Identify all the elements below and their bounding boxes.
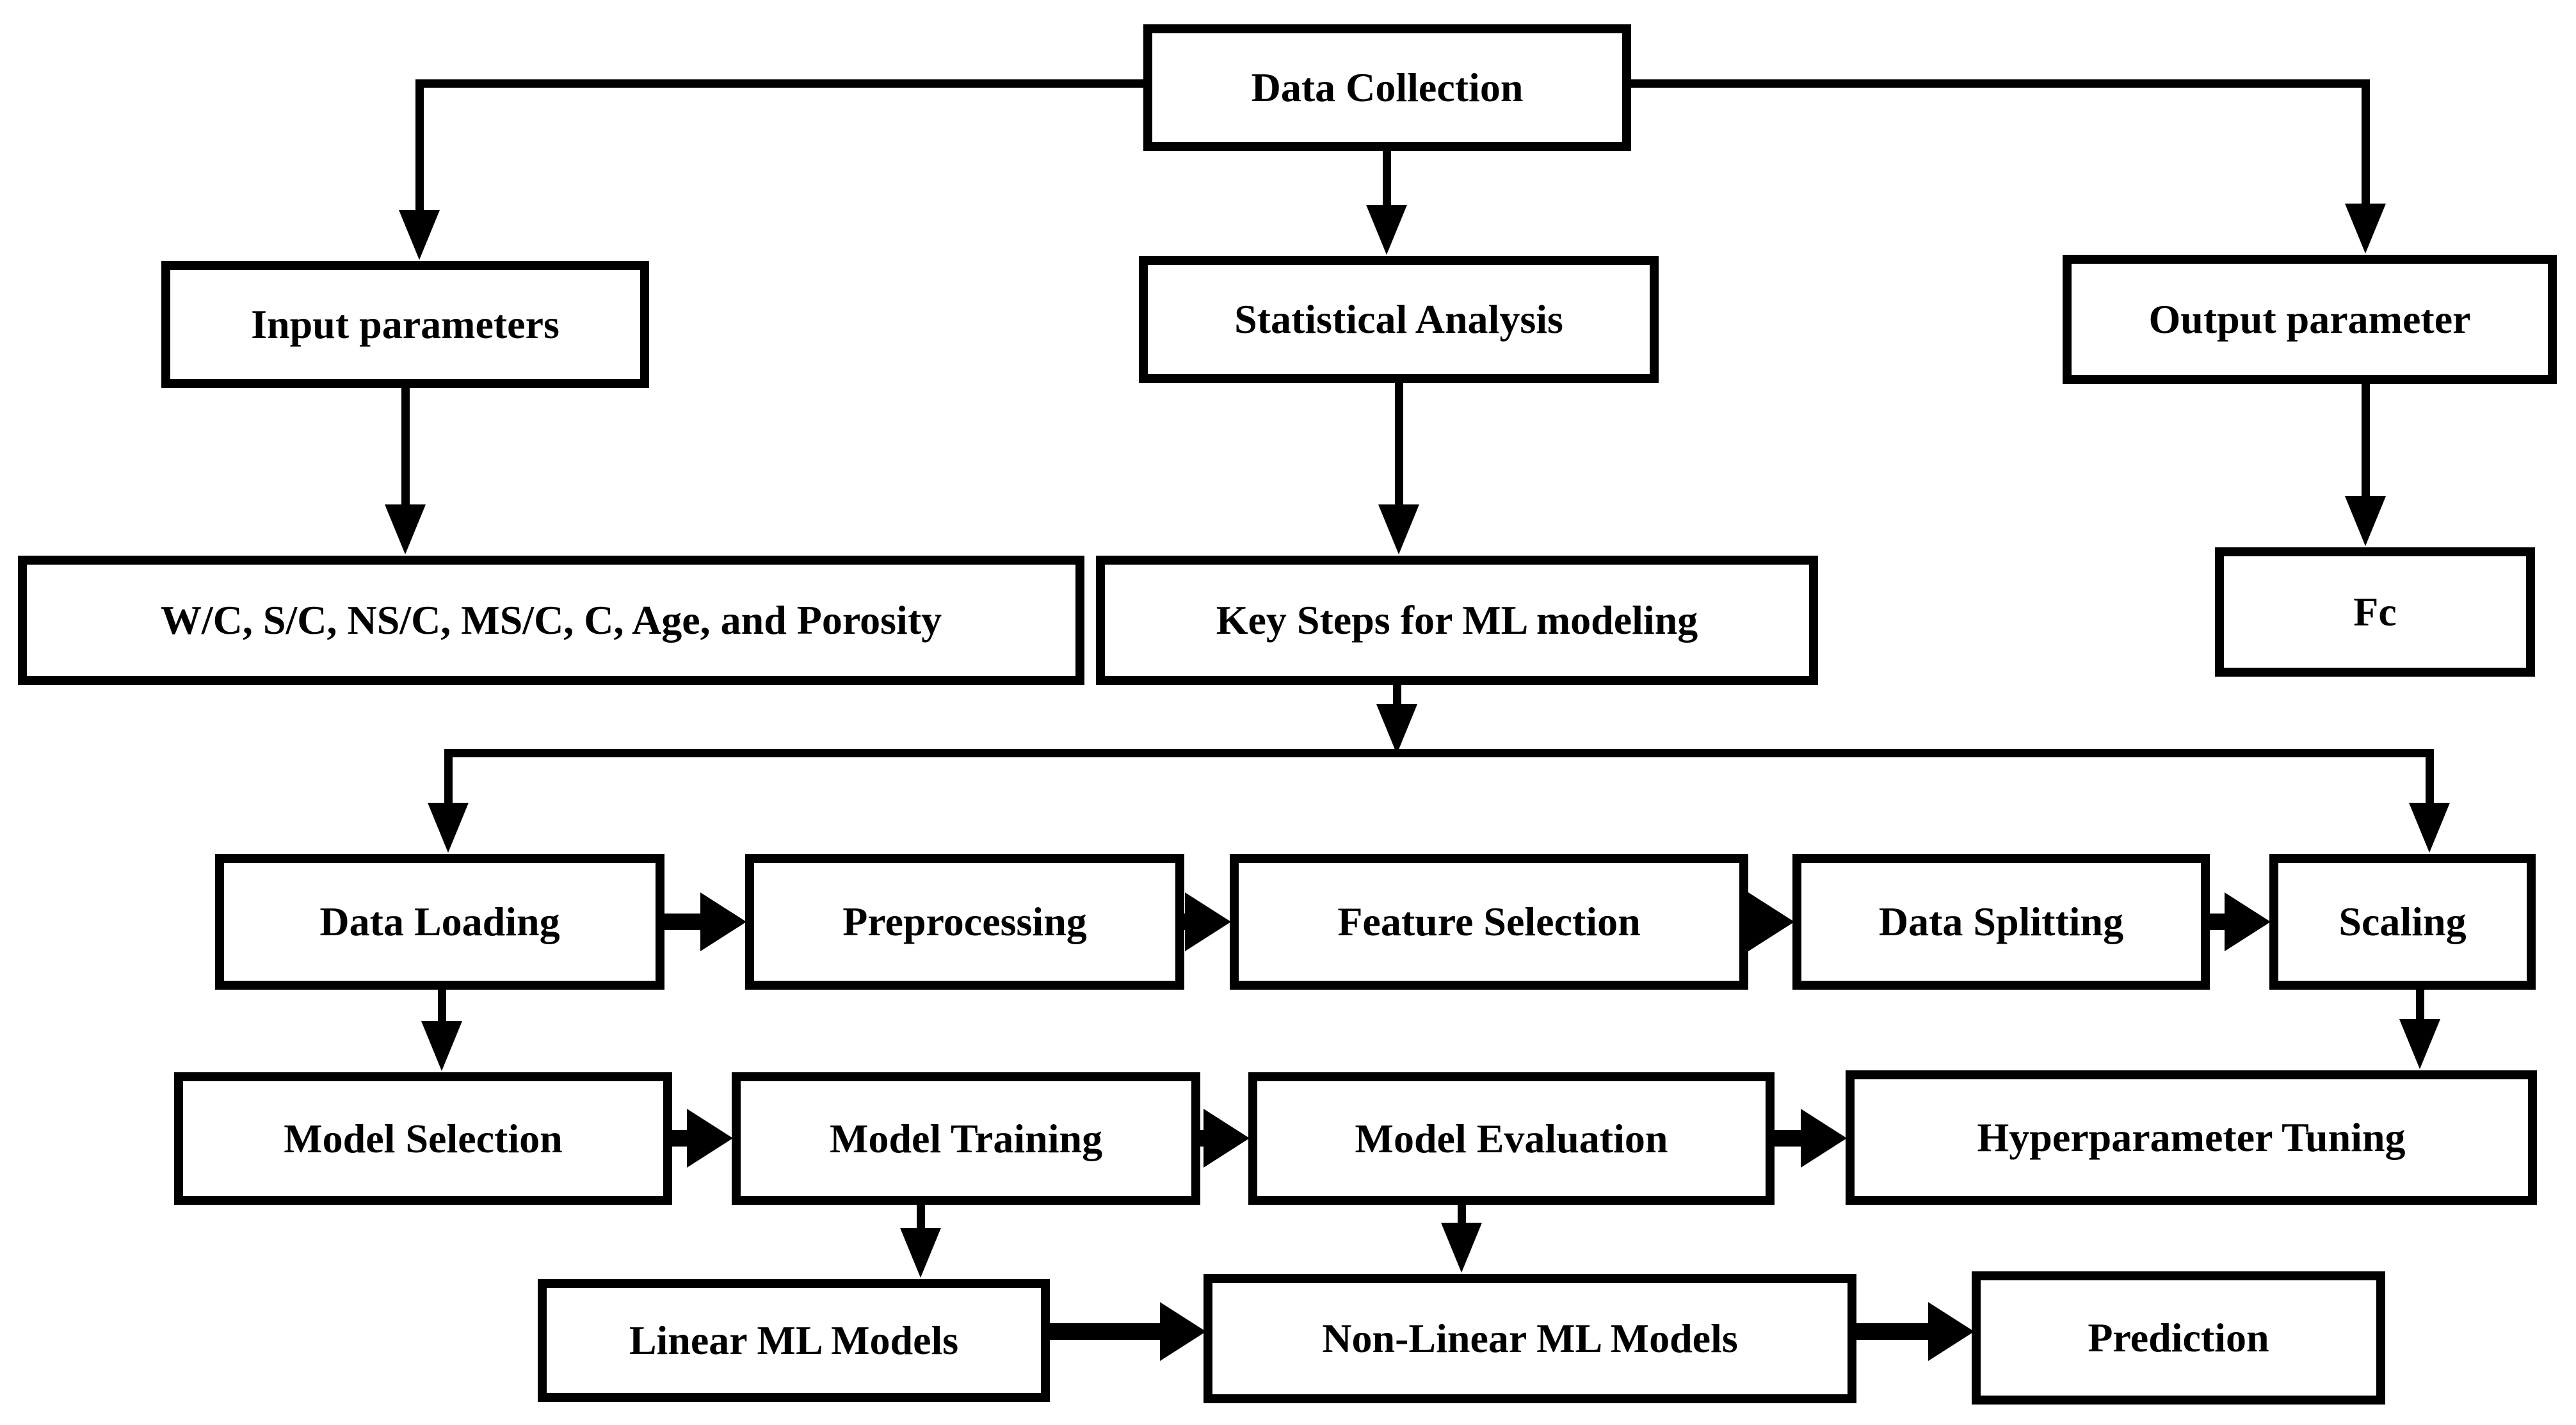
arrowhead-right-hyperparameter-icon xyxy=(1801,1109,1847,1168)
node-data-splitting-label: Data Splitting xyxy=(1878,899,2124,945)
arrowhead-down-fc-icon xyxy=(2345,496,2386,546)
node-hyperparameter-tuning: Hyperparameter Tuning xyxy=(1846,1070,2537,1205)
arrowhead-right-preprocessing-icon xyxy=(700,892,746,951)
node-hyperparameter-tuning-label: Hyperparameter Tuning xyxy=(1977,1115,2406,1161)
connector-output-to-fc-vline xyxy=(2362,384,2370,501)
connector-dc-to-input-vline xyxy=(415,79,424,214)
connector-scaling-hyperparameter-vline xyxy=(2416,990,2424,1023)
node-data-collection-label: Data Collection xyxy=(1251,65,1524,111)
node-fc: Fc xyxy=(2215,547,2535,677)
node-key-steps-label: Key Steps for ML modeling xyxy=(1216,597,1698,643)
node-data-splitting: Data Splitting xyxy=(1792,854,2210,990)
arrowhead-down-hyperparameter-tuning-icon xyxy=(2399,1019,2440,1069)
arrowhead-down-input-parameters-icon xyxy=(399,210,440,260)
arrowhead-right-prediction-icon xyxy=(1928,1302,1974,1361)
arrowhead-right-model-evaluation-icon xyxy=(1203,1109,1250,1168)
connector-distributor-hline xyxy=(444,749,2434,757)
node-feature-selection: Feature Selection xyxy=(1230,854,1748,990)
node-input-parameters: Input parameters xyxy=(161,261,649,388)
node-prediction: Prediction xyxy=(1972,1271,2385,1405)
arrowhead-down-output-parameter-icon xyxy=(2345,204,2386,254)
connector-keysteps-stub-vline xyxy=(1393,685,1401,709)
node-model-selection-label: Model Selection xyxy=(284,1115,563,1161)
arrowhead-down-statistical-analysis-icon xyxy=(1366,205,1407,255)
node-prediction-label: Prediction xyxy=(2088,1315,2269,1361)
arrowhead-down-data-loading-icon xyxy=(428,803,469,853)
node-model-training: Model Training xyxy=(732,1072,1200,1205)
connector-nonlinear-prediction-shaft xyxy=(1855,1323,1929,1340)
connector-dc-to-output-hline xyxy=(1631,79,2369,88)
node-scaling-label: Scaling xyxy=(2339,899,2467,945)
arrowhead-down-model-selection-icon xyxy=(421,1021,462,1071)
arrowhead-down-linear-ml-icon xyxy=(900,1228,941,1278)
node-model-selection: Model Selection xyxy=(174,1072,672,1205)
arrowhead-right-non-linear-icon xyxy=(1160,1302,1206,1361)
node-data-collection: Data Collection xyxy=(1143,24,1631,151)
node-statistical-analysis-label: Statistical Analysis xyxy=(1234,296,1563,342)
node-feature-selection-label: Feature Selection xyxy=(1337,899,1641,945)
node-model-evaluation: Model Evaluation xyxy=(1248,1072,1775,1205)
node-input-list: W/C, S/C, NS/C, MS/C, C, Age, and Porosi… xyxy=(18,556,1084,685)
node-input-parameters-label: Input parameters xyxy=(251,302,559,348)
node-input-list-label: W/C, S/C, NS/C, MS/C, C, Age, and Porosi… xyxy=(160,597,942,643)
connector-modelevaluation-nonlinear-vline xyxy=(1458,1205,1466,1228)
arrowhead-right-data-splitting-icon xyxy=(1748,892,1794,951)
node-linear-ml-models-label: Linear ML Models xyxy=(629,1317,959,1364)
connector-dc-to-input-hline xyxy=(415,79,1143,88)
node-non-linear-ml-models: Non-Linear ML Models xyxy=(1203,1274,1856,1403)
node-data-loading-label: Data Loading xyxy=(319,899,560,945)
connector-statistical-to-keysteps-vline xyxy=(1395,383,1403,510)
connector-distributor-right-vline xyxy=(2426,749,2434,808)
connector-dc-to-statistical-vline xyxy=(1383,151,1391,210)
arrowhead-right-model-training-icon xyxy=(687,1109,733,1168)
connector-modeltraining-linear-vline xyxy=(917,1205,925,1232)
connector-linear-nonlinear-shaft xyxy=(1049,1323,1166,1340)
node-preprocessing: Preprocessing xyxy=(745,854,1184,990)
node-statistical-analysis: Statistical Analysis xyxy=(1139,256,1659,383)
node-model-training-label: Model Training xyxy=(829,1115,1103,1161)
arrowhead-down-non-linear-ml-icon xyxy=(1441,1223,1482,1273)
node-model-evaluation-label: Model Evaluation xyxy=(1355,1115,1668,1161)
node-key-steps: Key Steps for ML modeling xyxy=(1096,556,1818,685)
arrowhead-right-scaling-icon xyxy=(2225,892,2271,951)
connector-input-to-list-vline xyxy=(401,388,410,510)
node-output-parameter-label: Output parameter xyxy=(2148,296,2471,342)
arrowhead-down-distributor-icon xyxy=(1376,704,1417,754)
node-data-loading: Data Loading xyxy=(215,854,664,990)
arrowhead-down-scaling-icon xyxy=(2409,803,2450,853)
connector-distributor-left-vline xyxy=(444,749,453,808)
node-scaling: Scaling xyxy=(2269,854,2536,990)
node-linear-ml-models: Linear ML Models xyxy=(538,1279,1050,1402)
connector-dc-to-output-vline xyxy=(2362,79,2370,207)
arrowhead-down-key-steps-icon xyxy=(1378,504,1419,554)
node-non-linear-ml-models-label: Non-Linear ML Models xyxy=(1322,1316,1738,1362)
arrowhead-right-feature-selection-icon xyxy=(1185,892,1231,951)
node-preprocessing-label: Preprocessing xyxy=(842,899,1087,945)
node-fc-label: Fc xyxy=(2353,589,2397,635)
connector-dataloading-modelselection-vline xyxy=(438,990,446,1026)
node-output-parameter: Output parameter xyxy=(2063,255,2557,384)
arrowhead-down-input-list-icon xyxy=(385,504,426,554)
